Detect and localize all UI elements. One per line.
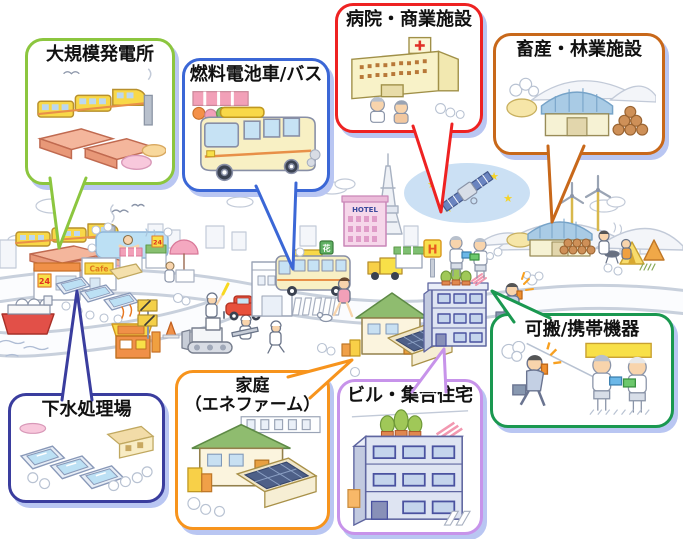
cafe-sign: Cafe [90,265,109,274]
construction-bulldozer [181,311,233,354]
apartment-building [423,266,489,353]
callout-title: 燃料電池車/バス [189,64,323,85]
callout-title: ビル・集合住宅 [347,385,473,406]
hydrogen-sign: H [427,243,437,257]
background-building [240,416,321,434]
callout-title: 病院・商業施設 [346,9,472,30]
svg-text:★: ★ [489,170,499,183]
callout-hospital-commercial: 病院・商業施設 [335,3,483,133]
callout-portable-mobile-devices: 可搬/携帯機器 [490,313,674,428]
bbq-campers [598,222,656,271]
dog [316,311,333,323]
apartment-illustration [347,409,471,526]
sewage-plant-illustration [19,422,155,492]
callout-fuel-cell-vehicle-bus: 燃料電池車/バス [182,58,330,192]
log-pile [559,238,596,255]
svg-text:★: ★ [427,178,437,191]
apartment [347,435,465,526]
store24-sign: 24 [39,277,51,286]
fuel-cell-bus-illustration [192,91,321,182]
callout-building-apartment: ビル・集合住宅 [337,379,483,535]
callout-title: 可搬/携帯機器 [524,319,640,340]
hospital-illustration [351,36,465,124]
crosswalk-stripes [443,510,471,526]
kiosk-roof [585,342,652,358]
callout-sewage-treatment-plant: 下水処理場 [8,393,165,503]
svg-text:24: 24 [153,239,163,247]
hotel-building: HOTEL [341,195,389,247]
callout-livestock-forestry: 畜産・林業施設 [493,33,665,155]
construction-sign [137,299,158,339]
treatment-pools [19,445,125,490]
callout-title: 家庭 （エネファーム） [184,376,321,416]
livestock-forestry-illustration [506,77,656,137]
barn [540,88,614,137]
chimney [143,94,153,126]
hydrogen-station: H [393,239,442,278]
rooftop-garden [440,266,487,286]
haystack [506,98,538,118]
svg-text:★: ★ [503,192,513,205]
flower-shop-sign: 花 [319,240,334,255]
callout-title: 下水処理場 [41,399,132,420]
bus [200,106,316,182]
exhaust-free-puff [306,149,321,168]
house [187,423,318,509]
plant-building [106,425,155,459]
food-stall [111,304,161,359]
visitors [370,96,409,124]
callout-large-power-plant: 大規模発電所 [25,38,175,185]
enefarm-home-illustration [187,416,321,517]
signal-sparks [546,341,562,364]
lng-tanker-ship [0,295,55,357]
fuel-cell-bus [275,249,351,296]
train [37,88,147,118]
enefarm-unit [187,467,213,493]
construction-workers [205,282,285,354]
kids-with-devices [449,236,488,279]
shopping-stalls: 24 [119,235,167,272]
callout-title: 畜産・林業施設 [516,39,642,60]
utility-box [347,489,361,509]
power-plant-illustration [37,67,166,170]
traffic-cone [162,321,180,339]
solar-annex [235,457,318,509]
birds [111,203,145,213]
hospital-building [351,36,459,100]
jogger [316,277,354,323]
callout-home-enefarm: 家庭 （エネファーム） [175,370,330,530]
enefarm-house [341,292,453,367]
portable-devices-illustration [501,340,652,415]
businessman-with-phone [512,341,562,406]
red-cross-icon [414,40,425,51]
kids-with-handhelds [592,354,647,413]
log-pile [612,105,649,136]
crosswalk [291,297,343,316]
cloud-puff [501,340,526,362]
hotel-sign: HOTEL [352,206,378,214]
umbrella-vendor [164,239,199,283]
callout-title: 大規模発電所 [46,44,154,65]
plant-buildings [37,127,161,169]
svg-text:花: 花 [323,243,331,253]
satellite-night-sky: ★★ ★★ [404,163,530,223]
